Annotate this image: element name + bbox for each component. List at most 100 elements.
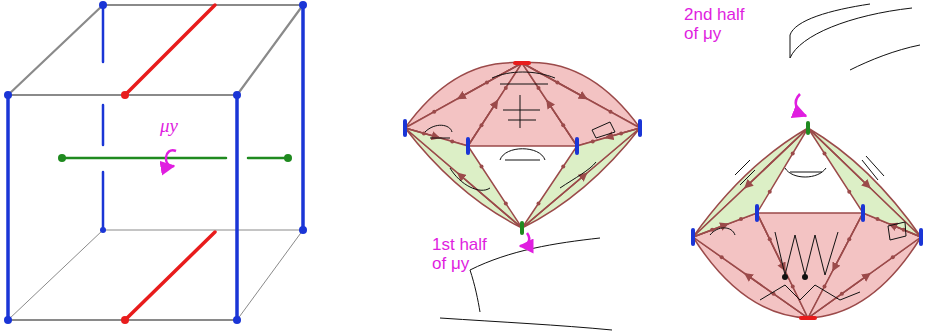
surface-curve <box>470 270 480 312</box>
cube-edge-blue <box>102 105 105 145</box>
edge-dot <box>480 165 484 169</box>
cube-edge-blue <box>102 5 105 62</box>
doodle-dot <box>782 274 788 280</box>
edge-dot <box>504 201 508 205</box>
vertex-bar-red <box>515 61 529 65</box>
edge-dot <box>876 217 880 221</box>
doodle <box>710 228 735 235</box>
vertex-bar-blue <box>638 121 642 135</box>
edge-dot <box>485 81 489 85</box>
doodle <box>775 232 838 275</box>
edge-dot <box>847 237 851 241</box>
cube-edge-blue <box>301 5 305 230</box>
oriented-edge <box>468 100 498 146</box>
surface-curve <box>790 4 870 58</box>
rotation-label: 2nd half of μy <box>684 6 756 43</box>
vertex-bar-green <box>806 123 810 133</box>
vertex-bar-blue <box>403 121 407 135</box>
cube-edge-blue <box>235 95 239 320</box>
axis-dot <box>284 154 292 162</box>
vertex-dot <box>299 1 307 9</box>
edge-dot <box>504 86 508 90</box>
doodle <box>500 149 545 160</box>
edge-dot <box>791 285 795 289</box>
edge-dot <box>561 165 565 169</box>
doodle <box>560 162 596 188</box>
doodle-dot <box>802 274 808 280</box>
oriented-edge <box>458 63 522 99</box>
rotation-label: μy <box>160 116 200 137</box>
edge-dot <box>891 255 895 259</box>
doodle <box>450 168 490 190</box>
oriented-edge <box>522 173 587 228</box>
doodle <box>785 168 826 177</box>
cube-edge <box>8 230 103 320</box>
oriented-edge <box>745 273 808 318</box>
cube-edge <box>8 5 103 95</box>
edge-dot <box>847 190 851 194</box>
vertex-dot <box>233 316 241 324</box>
oriented-edge <box>522 63 587 99</box>
cube-edge-red <box>125 232 215 320</box>
vertex-dot <box>99 1 107 9</box>
edge-dot <box>432 110 436 114</box>
cube <box>4 1 307 324</box>
vertex-dot <box>121 316 129 324</box>
edge-dot <box>555 81 559 85</box>
oriented-edge <box>405 128 440 138</box>
doodle <box>425 125 452 138</box>
edge-dot <box>739 217 743 221</box>
oriented-edge <box>808 128 870 188</box>
doodle <box>500 84 548 85</box>
rotation-arrow <box>796 94 806 116</box>
vertex-dot <box>100 227 106 233</box>
green-face <box>693 128 808 237</box>
vertex-dot <box>4 316 12 324</box>
edge-dot <box>720 255 724 259</box>
rotation-label: 1st half of μy <box>432 236 502 273</box>
edge-dot <box>537 86 541 90</box>
edge-dot <box>561 123 565 127</box>
first-half-figure <box>405 63 640 330</box>
vertex-bar-blue <box>919 230 923 244</box>
oriented-edge <box>745 128 808 188</box>
axis-line <box>248 157 288 160</box>
doodle <box>888 222 906 240</box>
oriented-edge <box>808 273 870 318</box>
rotation-arrow <box>166 150 176 166</box>
vertex-bar-blue <box>755 206 759 220</box>
edge-dot <box>768 190 772 194</box>
oriented-edge <box>757 213 785 271</box>
cube-edge <box>237 230 303 320</box>
edge-dot <box>768 237 772 241</box>
cube-edge <box>237 5 303 95</box>
vertex-dot <box>299 226 307 234</box>
green-face <box>405 128 522 228</box>
vertex-bar-blue <box>466 139 470 153</box>
vertex-bar-blue <box>691 230 695 244</box>
cube-edge <box>103 4 303 6</box>
green-face <box>522 128 640 228</box>
edge-dot <box>791 152 795 156</box>
vertex-dot <box>121 91 129 99</box>
doodle <box>790 172 822 173</box>
surface-curve <box>790 8 912 58</box>
doodle <box>760 285 860 300</box>
pink-face <box>808 213 921 318</box>
surface-curve <box>470 238 600 270</box>
edge-dot <box>823 152 827 156</box>
edge-dot <box>537 201 541 205</box>
vertex-bar-green <box>520 223 524 233</box>
vertex-bar-red <box>801 316 815 320</box>
pink-face <box>522 63 640 146</box>
vertex-dot <box>233 91 241 99</box>
edge-dot <box>591 140 595 144</box>
doodle <box>592 122 615 138</box>
vertex-bar-blue <box>575 139 579 153</box>
oriented-edge <box>547 100 577 146</box>
oriented-edge <box>833 213 863 271</box>
edge-dot <box>609 110 613 114</box>
edge-dot <box>619 131 623 135</box>
